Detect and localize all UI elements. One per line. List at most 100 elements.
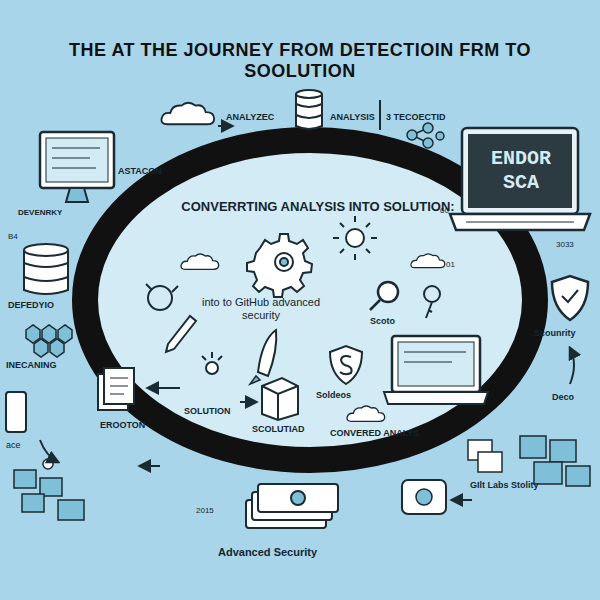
laptop-icon: [462, 128, 578, 214]
database-icon: [24, 263, 68, 281]
flow-arrow: [140, 466, 160, 467]
database-icon: [296, 104, 322, 118]
caption-label: ANALYSIS: [330, 112, 375, 122]
callout-number: 3033: [556, 240, 574, 249]
flow-arrow: [452, 500, 472, 501]
flow-arrow: [148, 387, 180, 389]
caption-label: CONVERED ANALYS: [330, 428, 419, 438]
card-stack: [246, 484, 338, 528]
chip-cluster: [22, 494, 44, 512]
box-stack: [550, 440, 576, 462]
flow-arrow: [40, 440, 58, 462]
lamp-icon: [202, 352, 222, 360]
caption-label: EROOTON: [100, 420, 145, 430]
chip-cluster: [14, 470, 36, 488]
caption-label: ANALYZEC: [226, 112, 274, 122]
rocket-icon: [250, 376, 260, 384]
cloud-icon: [411, 254, 445, 268]
lamp-icon: [202, 352, 222, 374]
database-icon: [24, 244, 68, 294]
caption-label: CONVERRTING ANALYSIS INTO SOLUTION:: [168, 200, 468, 215]
caption-label: DEVENRKY: [18, 208, 62, 217]
monitor-icon: [66, 188, 88, 202]
monitor-icon: [46, 138, 108, 182]
molecule-icon: [423, 123, 433, 133]
laptop-icon: [404, 352, 466, 353]
rocket-icon: [250, 330, 276, 384]
callout-number: 2015: [196, 506, 214, 515]
laptop-icon: [468, 134, 572, 208]
hexagon-cluster: [34, 339, 48, 357]
magnifier-icon: [370, 300, 380, 310]
server-icon: [262, 378, 298, 420]
box-stack: [468, 440, 502, 472]
flow-arrow: [570, 348, 574, 384]
laptop-icon: [466, 222, 574, 223]
shield-icon: [340, 356, 352, 374]
caption-label: Soldeos: [316, 390, 351, 400]
caption-label: GIlt Labs Stolity: [470, 480, 546, 490]
box-stack: [566, 466, 590, 486]
chip-cluster: [58, 500, 84, 520]
cloud-icon: [181, 254, 219, 269]
card-stack: [291, 491, 305, 505]
database-icon: [296, 90, 322, 98]
monitor-icon: [40, 132, 114, 188]
lamp-icon: [206, 362, 218, 374]
screen-text: ENDOR SCA: [475, 147, 567, 195]
caption-label: INECANING: [6, 360, 57, 370]
chip-icon: [416, 489, 432, 505]
cloud-icon: [347, 406, 385, 421]
papers-icon: [98, 368, 134, 410]
laptop-icon: [384, 336, 488, 404]
box-stack: [520, 436, 546, 458]
key-icon: [424, 286, 440, 318]
key-icon: [426, 302, 432, 318]
flow-arrow: [218, 125, 232, 127]
caption-label: ASTACON: [118, 166, 162, 176]
phone-icon: [6, 392, 26, 432]
callout-number: 60: [440, 206, 449, 215]
chip-cluster: [43, 459, 53, 469]
laptop-icon: [450, 128, 590, 230]
monitor-icon: [40, 132, 114, 202]
hexagon-cluster: [50, 339, 64, 357]
molecule-icon: [436, 132, 444, 140]
flow-arrow: [40, 440, 58, 462]
flow-arrow: [570, 348, 574, 384]
server-icon: [262, 386, 298, 420]
shield-icon: [562, 290, 578, 302]
caption-label: Scounrity: [534, 328, 576, 338]
magnifier-icon: [370, 282, 398, 310]
shield-icon: [552, 276, 588, 320]
laptop-icon: [450, 214, 590, 230]
gear-icon: [275, 253, 293, 271]
chip-icon: [402, 480, 446, 514]
key-icon: [424, 286, 440, 302]
sun-icon: [333, 216, 377, 260]
flow-arrow: [240, 401, 256, 403]
callout-number: B4: [8, 232, 18, 241]
target-icon: [146, 284, 178, 292]
phone-icon: [6, 392, 26, 432]
caption-label: Advanced Security: [218, 546, 317, 559]
sun-icon: [333, 216, 377, 260]
caption-label: into to GitHub advanced security: [196, 296, 326, 321]
flow-arrow: [148, 388, 180, 389]
pencil-icon: [166, 316, 196, 352]
server-icon: [262, 378, 298, 420]
screen-box: ENDOR SCA: [470, 136, 572, 206]
sun-icon: [346, 229, 364, 247]
cloud-icon: [181, 254, 219, 269]
rocket-icon: [258, 330, 276, 376]
laptop-icon: [404, 362, 452, 363]
database-icon: [24, 244, 68, 256]
molecule-icon: [407, 130, 417, 140]
caption-label: ace: [6, 440, 21, 450]
cloud-icon: [411, 254, 445, 268]
flow-arrow: [218, 126, 232, 127]
title: THE AT THE JOURNEY FROM DETECTIOIN FRM T…: [30, 40, 570, 81]
papers-icon: [104, 368, 134, 404]
